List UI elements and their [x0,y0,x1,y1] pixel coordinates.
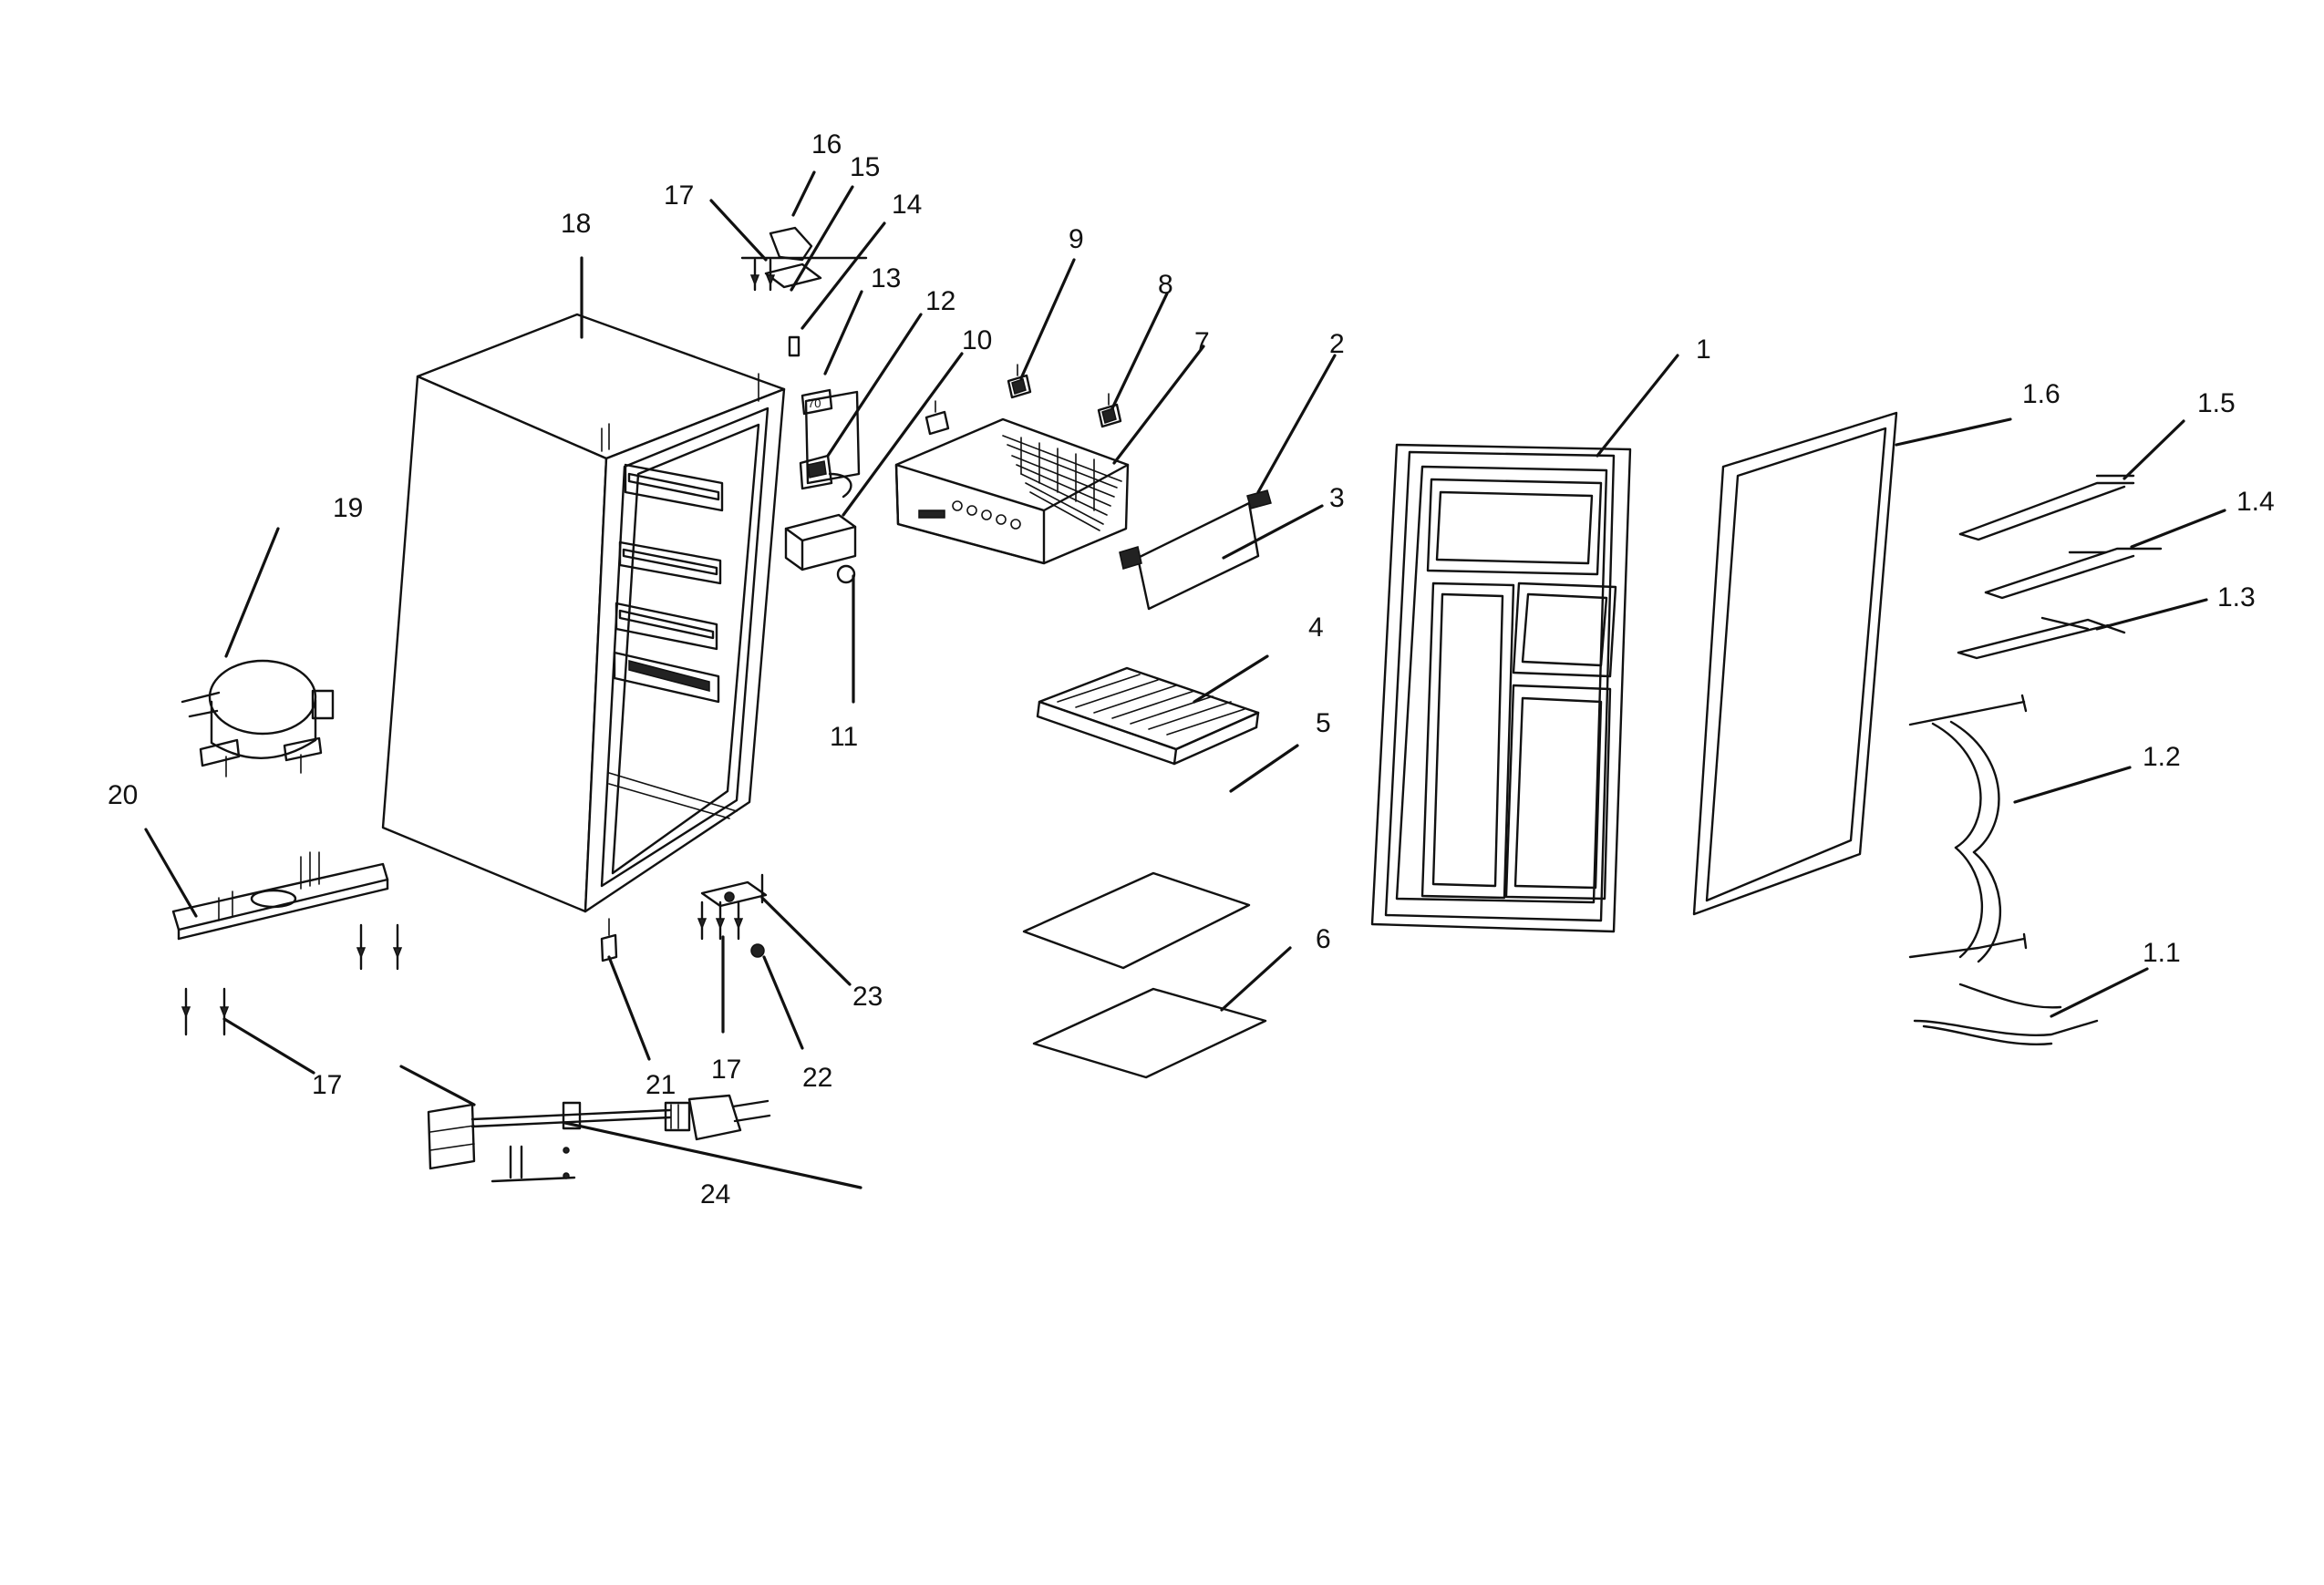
drip-tray-part-4 [1036,666,1260,766]
callout-1-1: 1.1 [2143,938,2181,968]
callout-8: 8 [1158,270,1173,300]
callout-20: 20 [108,780,138,810]
screw-set-part-17 [181,923,403,1036]
callout-23: 23 [852,982,883,1012]
leader-lines [144,170,2226,1189]
callout-1: 1 [1696,334,1711,365]
door-rack-part-1-5 [1958,474,2135,541]
callout-15: 15 [850,152,880,182]
freezer-part-7 [894,417,1130,565]
callout-7: 7 [1194,327,1210,357]
callout-17-hinge: 17 [711,1055,741,1085]
callout-9: 9 [1069,224,1084,254]
glass-shelf-part-5 [1022,871,1251,970]
callout-16: 16 [811,129,842,160]
callout-5: 5 [1316,708,1331,738]
glass-shelf-part-6 [1032,987,1267,1079]
door-gasket-part-1-6 [1692,411,1898,916]
screw-set-part-17b [697,901,744,941]
callout-10: 10 [962,325,992,355]
callout-labels: 16 15 14 17 18 13 12 10 9 8 7 2 1 1.6 1.… [108,129,2275,1209]
top-hinge-part-14 [740,226,868,357]
callout-11: 11 [830,722,858,752]
callout-17-base: 17 [312,1070,342,1100]
callout-13: 13 [871,263,901,293]
callout-6: 6 [1316,924,1331,954]
callout-3: 3 [1329,483,1345,513]
thermostat-part-12 [799,390,861,499]
door-rack-part-1-4 [1984,547,2163,600]
cabinet-part-18 [381,313,786,913]
callout-1-4: 1.4 [2236,487,2275,517]
freezer-bracket-part-9 [924,364,1032,436]
callout-1-6: 1.6 [2022,379,2061,409]
compressor-part-19 [181,659,335,777]
temp-plate-part-13: 70 [800,388,833,416]
callout-2: 2 [1329,329,1345,359]
bottom-hinge-part-23 [700,873,768,908]
knob-part-11 [836,564,856,584]
callout-21: 21 [646,1070,676,1100]
power-cord-part-24 [427,1094,771,1183]
callout-17: 17 [664,180,694,211]
callout-24: 24 [700,1179,730,1209]
callout-12: 12 [925,286,955,316]
door-rack-part-1-1 [1913,983,2099,1045]
door-rack-part-1-2 [1908,694,2028,963]
door-part-1 [1370,443,1632,933]
foot-part-21 [600,918,618,962]
callout-1-5: 1.5 [2197,388,2236,418]
callout-1-3: 1.3 [2217,582,2256,612]
control-box-part-10 [784,513,857,571]
freezer-bracket-part-8 [1097,393,1122,428]
door-rack-part-1-3 [1957,616,2126,660]
cap-part-22 [750,943,765,958]
callout-22: 22 [802,1063,832,1093]
base-plate-part-20 [171,851,389,941]
svg-text:70: 70 [808,396,821,410]
freezer-door-part-3 [1119,501,1260,611]
callout-14: 14 [892,190,922,220]
callout-19: 19 [333,493,363,523]
callout-1-2: 1.2 [2143,742,2181,772]
callout-4: 4 [1308,612,1324,643]
callout-18: 18 [561,209,591,239]
door-hinge-part-2 [1246,489,1272,509]
